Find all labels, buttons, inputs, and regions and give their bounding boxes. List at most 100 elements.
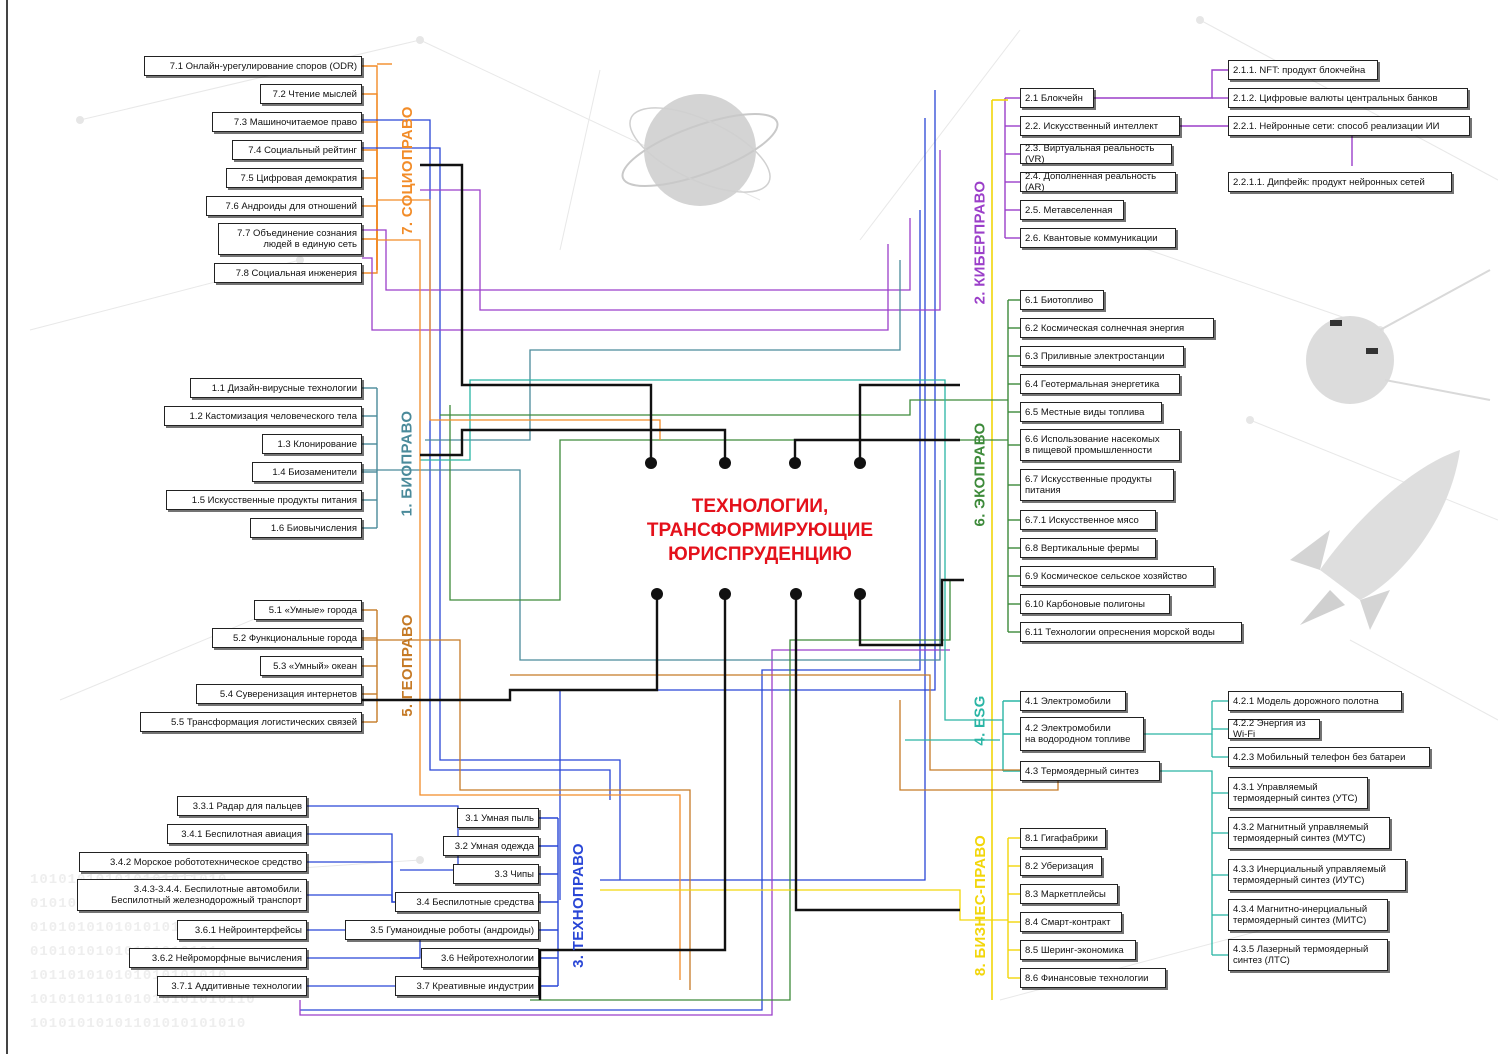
hub-node xyxy=(645,457,657,469)
techno-item: 3.2 Умная одежда xyxy=(443,836,539,856)
hub-connector xyxy=(360,594,659,702)
cyber-sublink xyxy=(1094,69,1228,99)
socio-link xyxy=(362,177,378,270)
geo-item: 5.2 Функциональные города xyxy=(212,628,362,648)
cross-connector xyxy=(362,639,691,990)
background-network-node xyxy=(416,856,424,864)
cross-connector xyxy=(362,119,611,800)
cyber-item: 2.5. Метавселенная xyxy=(1020,200,1124,220)
cross-connector xyxy=(449,405,1008,601)
cross-connector xyxy=(362,244,889,331)
background-network-line xyxy=(1349,639,1498,721)
group-label-eco: 6. ЭКОПРАВО xyxy=(971,422,989,526)
techno-item: 3.3 Чипы xyxy=(453,864,539,884)
globe-icon xyxy=(621,94,779,206)
techno-item: 3.7 Креативные индустрии xyxy=(395,976,539,996)
rocket-fin xyxy=(1290,530,1390,630)
cross-connector xyxy=(600,118,926,881)
techno-subitem: 3.7.1 Аддитивные технологии xyxy=(157,976,307,996)
socio-item: 7.4 Социальный рейтинг xyxy=(232,140,362,160)
cyber-item: 2.4. Дополненная реальность (AR) xyxy=(1020,171,1176,193)
techno-item: 3.5 Гуманоидные роботы (андроиды) xyxy=(345,920,539,940)
cyber-subitem: 2.1.1. NFT: продукт блокчейна xyxy=(1228,60,1378,80)
techno-subitem: 3.6.2 Нейроморфные вычисления xyxy=(129,948,307,968)
cyber-item: 2.2. Искусственный интеллект xyxy=(1020,116,1180,136)
esg-item: 4.1 Электромобили xyxy=(1020,691,1126,711)
techno-sublink xyxy=(307,861,400,903)
background-network-line xyxy=(79,39,421,121)
cross-connector xyxy=(377,239,681,980)
socio-item: 7.6 Андроиды для отношений xyxy=(206,196,362,216)
background-network-line xyxy=(1249,419,1498,521)
satellite-antenna xyxy=(1379,269,1491,331)
bio-item: 1.4 Биозаменители xyxy=(252,462,362,482)
group-label-bio: 1. БИОПРАВО xyxy=(398,410,416,516)
socio-item: 7.8 Социальная инженерия xyxy=(214,263,362,283)
eco-item: 6.9 Космическое сельское хозяйство xyxy=(1020,566,1214,586)
background-network-line xyxy=(859,29,1021,241)
eco-item: 6.7 Искусственные продукты питания xyxy=(1020,469,1174,501)
techno-sublink xyxy=(307,805,459,871)
techno-subitem: 3.4.2 Морское робототехническое средство xyxy=(79,852,307,872)
eco-item: 6.3 Приливные электростанции xyxy=(1020,346,1184,366)
group-label-esg: 4. ESG xyxy=(971,694,989,746)
cyber-item: 2.3. Виртуальная реальность (VR) xyxy=(1020,143,1172,165)
hub-node xyxy=(790,588,802,600)
background-network-node xyxy=(1246,416,1254,424)
background-network-node xyxy=(416,36,424,44)
socio-link xyxy=(362,121,378,270)
business-item: 8.3 Маркетплейсы xyxy=(1020,884,1118,904)
techno-item: 3.1 Умная пыль xyxy=(457,808,539,828)
satellite-body xyxy=(1306,316,1394,404)
business-item: 8.5 Шеринг-экономика xyxy=(1020,940,1136,960)
techno-sublink xyxy=(307,894,400,903)
socio-link xyxy=(362,149,378,270)
socio-item: 7.3 Машиночитаемое право xyxy=(212,112,362,132)
geo-item: 5.3 «Умный» океан xyxy=(260,656,362,676)
left-edge-bar xyxy=(6,0,8,1054)
hub-node xyxy=(789,457,801,469)
bio-item: 1.1 Дизайн-вирусные технологии xyxy=(190,378,362,398)
geo-item: 5.4 Суверенизация интернетов xyxy=(196,684,362,704)
cross-connector xyxy=(420,150,941,311)
hub-connector xyxy=(420,428,727,463)
cyber-subitem: 2.2.1.1. Дипфейк: продукт нейронных сете… xyxy=(1228,172,1452,192)
cross-connector xyxy=(440,399,1008,416)
eco-item: 6.1 Биотопливо xyxy=(1020,290,1104,310)
eco-item: 6.6 Использование насекомых в пищевой пр… xyxy=(1020,429,1180,461)
hub-node xyxy=(719,588,731,600)
rocket-flame xyxy=(1300,590,1345,625)
esg-subitem: 4.2.1 Модель дорожного полотна xyxy=(1228,691,1402,711)
techno-item: 3.6 Нейротехнологии xyxy=(421,948,539,968)
binary-background-text: 10101010101101010101010 xyxy=(30,1016,247,1032)
bio-item: 1.2 Кастомизация человеческого тела xyxy=(164,406,362,426)
hub-connector xyxy=(793,438,960,463)
globe-orbit xyxy=(621,113,779,187)
business-item: 8.6 Финансовые технологии xyxy=(1020,968,1166,988)
cyber-item: 2.6. Квантовые коммуникации xyxy=(1020,228,1176,248)
socio-item: 7.7 Объединение сознания людей в единую … xyxy=(218,223,362,255)
cross-connector xyxy=(362,469,941,661)
hub-connector xyxy=(420,163,653,463)
hub-node xyxy=(854,457,866,469)
esg-subitem: 4.2.2 Энергия из Wi-Fi xyxy=(1228,718,1320,740)
eco-item: 6.11 Технологии опреснения морской воды xyxy=(1020,622,1242,642)
background-network-node xyxy=(76,116,84,124)
techno-sublink xyxy=(307,833,400,903)
satellite-icon xyxy=(1306,269,1491,404)
group-label-cyber: 2. КИБЕРПРАВО xyxy=(971,180,989,304)
hub-connector xyxy=(794,594,960,912)
socio-item: 7.1 Онлайн-урегулирование споров (ODR) xyxy=(144,56,362,76)
cyber-subitem: 2.1.2. Цифровые валюты центральных банко… xyxy=(1228,88,1468,108)
background-network-node xyxy=(296,256,304,264)
cyber-item: 2.1 Блокчейн xyxy=(1020,88,1094,108)
hub-node xyxy=(719,457,731,469)
binary-background-text: 101010110101010101010110 xyxy=(30,992,256,1008)
cross-connector xyxy=(425,260,901,441)
hub-connector xyxy=(538,594,727,1000)
socio-link xyxy=(362,270,378,274)
esg-sublink xyxy=(1144,701,1213,735)
esg-subitem: 4.3.5 Лазерный термоядерный синтез (ЛТС) xyxy=(1228,939,1388,971)
